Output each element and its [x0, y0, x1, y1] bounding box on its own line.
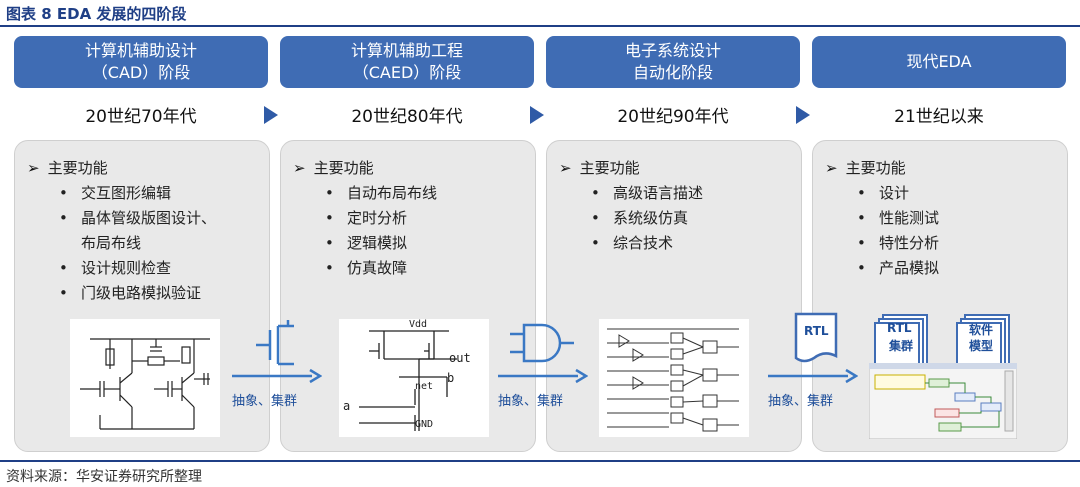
rtl-cluster-label-2: 集群	[889, 339, 914, 353]
stage-header-esda: 电子系统设计 自动化阶段	[546, 36, 800, 88]
functions-heading-text: 主要功能	[845, 159, 906, 177]
stage-panel-esda: ➢ 主要功能 高级语言描述 系统级仿真 综合技术	[546, 140, 802, 452]
functions-heading: ➢ 主要功能	[559, 157, 640, 178]
list-item: 系统级仿真	[587, 206, 703, 231]
rtl-document-icon	[794, 312, 838, 363]
stage-title-line2: （CAD）阶段	[91, 63, 191, 82]
list-item: 产品模拟	[853, 256, 939, 281]
stage-header-modern-eda: 现代EDA	[812, 36, 1066, 88]
source-note: 资料来源：华安证券研究所整理	[6, 469, 202, 485]
triangle-bullet-icon: ➢	[559, 159, 572, 177]
stage-title-line1: 计算机辅助设计	[84, 41, 197, 60]
rtl-cluster-label-1: RTL	[887, 321, 912, 335]
list-item: 自动布局布线	[321, 181, 437, 206]
rtl-cluster-document-icon	[874, 314, 928, 373]
top-rule	[0, 25, 1080, 27]
triangle-bullet-icon: ➢	[293, 159, 306, 177]
figure-title: 图表 8 EDA 发展的四阶段	[6, 5, 187, 23]
stage-panel-cad: ➢ 主要功能 交互图形编辑 晶体管级版图设计、 布局布线 设计规则检查 门级电路模…	[14, 140, 270, 452]
cmos-label-b: b	[447, 371, 455, 385]
list-item: 交互图形编辑	[55, 181, 216, 206]
and-gate-icon	[510, 323, 574, 363]
triangle-bullet-icon: ➢	[825, 159, 838, 177]
list-item: 设计	[853, 181, 939, 206]
simulation-software-screenshot	[869, 363, 1017, 439]
list-item: 高级语言描述	[587, 181, 703, 206]
function-list: 高级语言描述 系统级仿真 综合技术	[587, 181, 703, 256]
chevron-right-icon	[796, 106, 810, 124]
era-label: 20世纪80年代	[351, 107, 463, 127]
cmos-label-vdd: Vdd	[409, 319, 428, 330]
functions-heading-text: 主要功能	[579, 159, 640, 177]
list-item: 设计规则检查	[55, 256, 216, 281]
function-list: 交互图形编辑 晶体管级版图设计、 布局布线 设计规则检查 门级电路模拟验证	[55, 181, 216, 306]
stage-panel-modern-eda: ➢ 主要功能 设计 性能测试 特性分析 产品模拟 RTL 集群 软件 模型	[812, 140, 1068, 452]
functions-heading: ➢ 主要功能	[293, 157, 374, 178]
stage-header-cad: 计算机辅助设计 （CAD）阶段	[14, 36, 268, 88]
chevron-right-icon	[264, 106, 278, 124]
stage-title-line1: 现代EDA	[906, 52, 972, 71]
cmos-label-net: net	[415, 381, 434, 392]
transition-arrow-2-3	[498, 368, 588, 384]
transition-arrow-3-4	[768, 368, 858, 384]
rtl-document-label: RTL	[804, 324, 829, 338]
era-label: 20世纪70年代	[85, 107, 197, 127]
transition-label: 抽象、集群	[232, 394, 298, 409]
bottom-rule	[0, 460, 1080, 462]
list-item: 晶体管级版图设计、	[55, 206, 216, 231]
software-model-label-2: 模型	[969, 339, 994, 353]
chevron-right-icon	[530, 106, 544, 124]
function-list: 设计 性能测试 特性分析 产品模拟	[853, 181, 939, 281]
cmos-label-gnd: GND	[415, 419, 434, 430]
software-model-label-1: 软件	[969, 323, 994, 337]
functions-heading: ➢ 主要功能	[27, 157, 108, 178]
functions-heading-text: 主要功能	[47, 159, 108, 177]
list-item: 仿真故障	[321, 256, 437, 281]
transistor-symbol-icon	[256, 320, 294, 366]
transition-arrow-1-2	[232, 368, 322, 384]
transition-label: 抽象、集群	[768, 394, 834, 409]
cmos-circuit-image	[339, 319, 489, 437]
era-label: 20世纪90年代	[617, 107, 729, 127]
stage-panel-caed: ➢ 主要功能 自动布局布线 定时分析 逻辑模拟 仿真故障 Vdd out b ne…	[280, 140, 536, 452]
triangle-bullet-icon: ➢	[27, 159, 40, 177]
list-item: 性能测试	[853, 206, 939, 231]
cmos-label-a: a	[343, 399, 351, 413]
era-label: 21世纪以来	[894, 107, 984, 127]
stage-header-caed: 计算机辅助工程 （CAED）阶段	[280, 36, 534, 88]
stage-title-line1: 计算机辅助工程	[350, 41, 463, 60]
list-item: 逻辑模拟	[321, 231, 437, 256]
list-item: 特性分析	[853, 231, 939, 256]
list-item: 门级电路模拟验证	[55, 281, 216, 306]
list-item: 布局布线	[81, 234, 142, 252]
cmos-label-out: out	[449, 351, 471, 365]
software-model-document-icon	[956, 314, 1010, 373]
transistor-circuit-image	[70, 319, 220, 437]
transition-label: 抽象、集群	[498, 394, 564, 409]
function-list: 自动布局布线 定时分析 逻辑模拟 仿真故障	[321, 181, 437, 281]
functions-heading: ➢ 主要功能	[825, 157, 906, 178]
logic-gate-network-image	[599, 319, 749, 437]
functions-heading-text: 主要功能	[313, 159, 374, 177]
stage-title-line2: 自动化阶段	[632, 63, 713, 82]
list-item: 综合技术	[587, 231, 703, 256]
stage-title-line1: 电子系统设计	[624, 41, 721, 60]
list-item: 定时分析	[321, 206, 437, 231]
stage-title-line2: （CAED）阶段	[352, 63, 462, 82]
